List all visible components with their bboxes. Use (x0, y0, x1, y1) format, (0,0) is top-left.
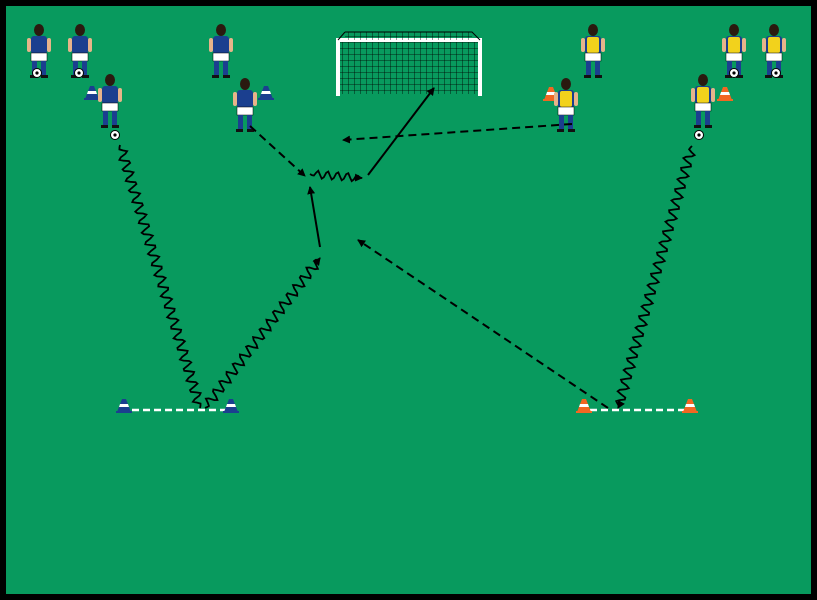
blue-cone (223, 399, 239, 413)
blue-player (232, 77, 258, 133)
yellow-player (580, 23, 606, 79)
ball (74, 68, 84, 78)
run-arrow (307, 186, 321, 248)
blue-player (97, 73, 123, 129)
pass-arrow (342, 123, 573, 144)
blue-cone (116, 399, 132, 413)
blue-cone (258, 86, 274, 100)
dribble-path (118, 144, 202, 409)
movement-lines (118, 87, 697, 409)
run-arrow (357, 239, 609, 409)
blue-cone (84, 86, 100, 100)
blue-player (208, 23, 234, 79)
ball (110, 130, 120, 140)
dribble-path (204, 257, 321, 409)
ball (729, 68, 739, 78)
pass-arrow (249, 125, 306, 177)
dribble-path (614, 145, 697, 409)
orange-cone (717, 87, 733, 101)
yellow-player (690, 73, 716, 129)
ball (694, 130, 704, 140)
dribble-path (309, 169, 363, 183)
orange-cone (682, 399, 698, 413)
ball (771, 68, 781, 78)
shot-arrow (367, 87, 435, 176)
goal-net (336, 31, 482, 96)
ball (32, 68, 42, 78)
orange-cone (576, 399, 592, 413)
